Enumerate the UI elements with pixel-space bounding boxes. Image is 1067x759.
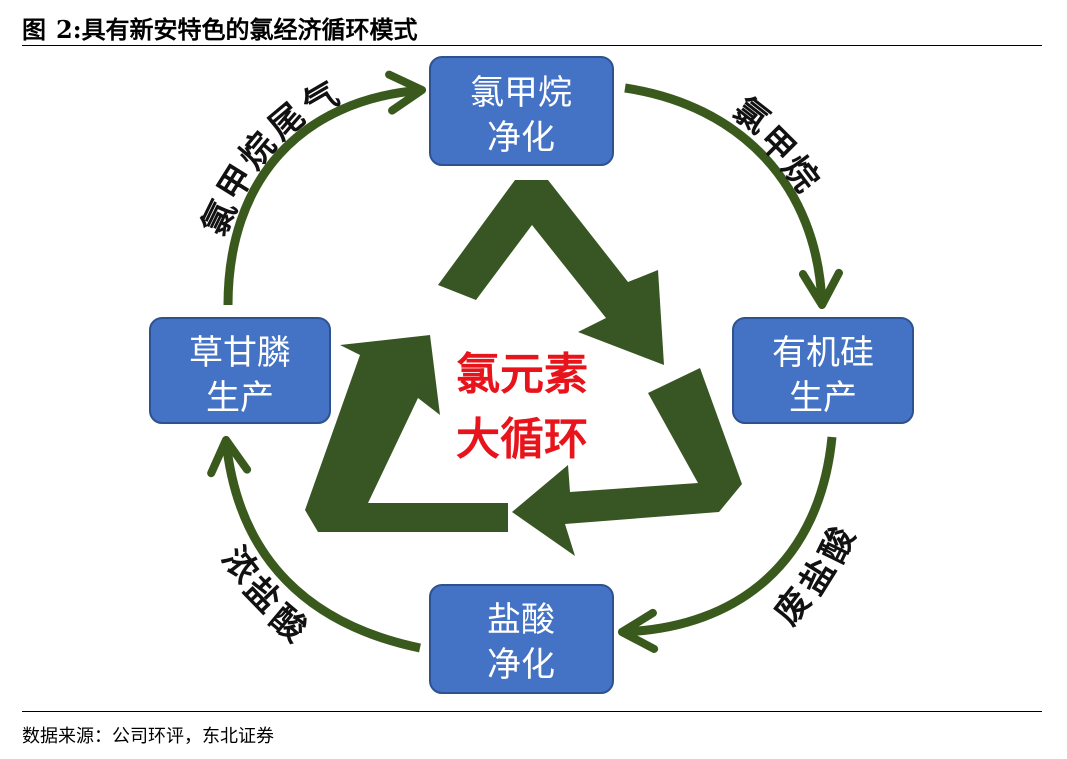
recycle-arrow-left (305, 335, 508, 532)
node-left-line1: 草甘膦 (189, 333, 291, 373)
recycle-symbol-icon (305, 180, 742, 556)
caption-rule (22, 45, 1042, 46)
node-chloromethane-purification: 氯甲烷 净化 (429, 56, 614, 166)
node-glyphosate-production: 草甘膦 生产 (149, 317, 331, 424)
node-left-line2: 生产 (206, 378, 274, 418)
source-note: 数据来源：公司环评，东北证券 (22, 726, 274, 747)
node-right-line1: 有机硅 (772, 333, 874, 373)
arrow-top-to-right (624, 83, 843, 310)
edge-label-right-bottom: 废 盐 酸 (767, 520, 864, 633)
edge-label-left-top: 氯 甲 烷 尾 气 (195, 74, 346, 242)
center-title-line1: 氯元素 (456, 349, 588, 400)
arrow-right-to-bottom (617, 436, 837, 653)
arrow-left-to-top (223, 70, 427, 306)
node-bottom-line2: 净化 (487, 645, 555, 685)
arrow-bottom-to-left (207, 435, 421, 653)
center-title-line2: 大循环 (456, 414, 588, 465)
edge-label-top-right: 氯 甲 烷 (725, 90, 826, 200)
node-organosilicon-production: 有机硅 生产 (732, 317, 914, 424)
figure-title: 具有新安特色的氯经济循环模式 (81, 15, 418, 44)
node-top-line1: 氯甲烷 (470, 73, 572, 113)
node-hydrochloric-acid-purification: 盐酸 净化 (429, 584, 614, 694)
node-top-line2: 净化 (487, 118, 555, 158)
figure-number: 2: (56, 15, 82, 44)
recycle-arrow-right (512, 368, 742, 556)
recycle-arrow-top (438, 180, 664, 365)
source-rule (22, 711, 1042, 712)
node-bottom-line1: 盐酸 (487, 600, 555, 640)
figure-caption: 图 2:具有新安特色的氯经济循环模式 (22, 10, 418, 45)
figure-label: 图 (22, 15, 46, 44)
node-right-line2: 生产 (789, 378, 857, 418)
